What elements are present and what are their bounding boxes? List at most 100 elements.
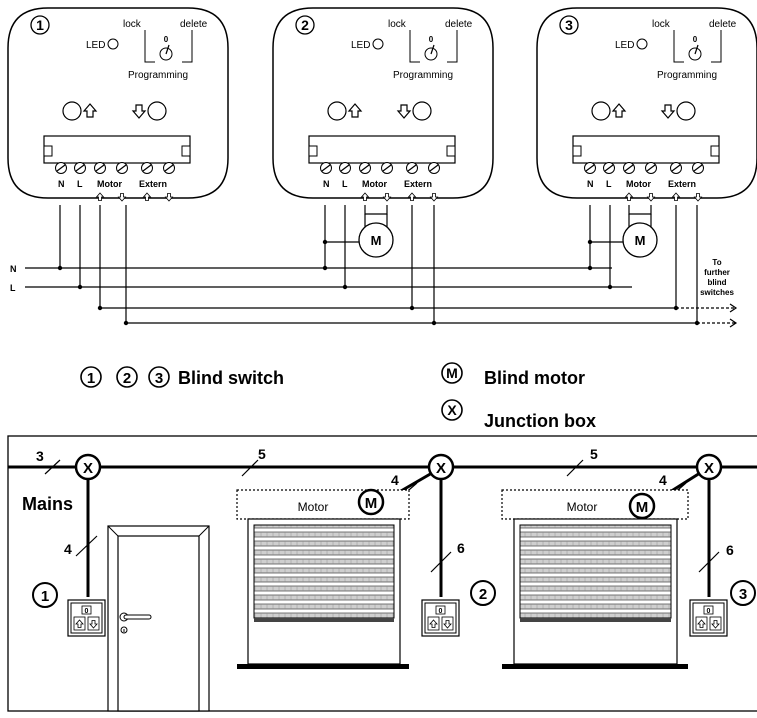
terminal-screw-motor-down [380,161,394,175]
switch-badge-2 [470,580,496,606]
switch-number: 2 [301,17,309,33]
cable-number-4b: 4 [391,472,399,488]
motor-box-label: Motor [567,500,598,514]
legend-number-3: 3 [155,370,163,387]
switch-badge-number: 1 [41,588,49,605]
terminal-label-extern: Extern [668,179,696,189]
terminal-screw-motor-down [115,161,129,175]
lock-label: lock [652,19,671,30]
further-note-line2: further [704,268,730,277]
legend-motor-letter: M [446,365,458,381]
terminal-block [308,135,456,164]
led-label: LED [86,40,105,51]
terminal-screw-motor-up [622,161,636,175]
junction-letter: X [704,460,714,477]
legend-number-2: 2 [123,370,131,387]
down-button [412,101,432,121]
terminal-label-n: N [587,179,594,189]
led-indicator [107,38,119,50]
further-note-line1: To [712,258,721,267]
position-zero: 0 [429,35,434,44]
door-handle [123,614,152,620]
motor-letter: M [371,233,382,248]
up-button [62,101,82,121]
plate-zero: 0 [707,608,711,615]
terminal-label-l: L [77,179,83,189]
door [107,525,210,712]
led-indicator [636,38,648,50]
window-sill [502,664,688,669]
terminal-screw-l [338,161,352,175]
switch-unit-3: 3 LED lock delete 0 Programming N L Moto… [536,7,757,202]
wiring-dots [57,239,700,326]
terminal-screw-n [583,161,597,175]
blind-window-2: Motor [501,489,689,669]
motor-letter: M [635,233,646,248]
blind-motor-icon [628,492,656,520]
switch-number-badge [559,15,579,35]
plate-zero: 0 [439,608,443,615]
terminal-label-motor: Motor [362,179,387,189]
junction-letter: X [436,460,446,477]
switch-badge-1 [32,582,58,608]
lock-label: lock [123,19,142,30]
programming-label: Programming [128,70,188,81]
legend-junction-box: Junction box [484,411,596,431]
junction-letter: X [83,460,93,477]
terminal-screw-extern-up [669,161,683,175]
l-line-label: L [10,283,16,293]
bus-wiring: N L [10,205,738,328]
switch-plate-2: 0 [421,599,460,637]
position-zero: 0 [693,35,698,44]
terminal-screw-extern-up [405,161,419,175]
terminal-label-extern: Extern [139,179,167,189]
delete-bracket [182,30,193,63]
terminal-label-motor: Motor [97,179,122,189]
legend: 1 2 3 Blind switch M Blind motor X Junct… [80,362,596,431]
terminal-screw-extern-down [691,161,705,175]
cable-number-4c: 4 [659,472,667,488]
terminal-label-n: N [323,179,330,189]
switch-unit-2: 2 LED lock delete 0 Programming N L Moto… [272,7,494,202]
terminal-screw-extern-down [162,161,176,175]
switch-unit-1: 1 LED lock delete 0 Programming N L Moto… [7,7,229,202]
blind-window-1: Motor [236,489,410,669]
switch-plate-3: 0 [689,599,728,637]
roller-shutter [253,524,395,619]
led-indicator [372,38,384,50]
window-sill [237,664,409,669]
led-label: LED [615,40,634,51]
switch-number: 1 [36,17,44,33]
delete-label: delete [709,19,737,30]
terminal-screw-motor-up [93,161,107,175]
cable-number-4: 4 [64,541,72,557]
switch-number: 3 [565,17,573,33]
cable-number-5: 5 [258,446,266,462]
lock-bracket [144,30,155,63]
down-button [147,101,167,121]
terminal-block [572,135,720,164]
switch-badge-number: 2 [479,586,487,603]
terminal-screw-n [54,161,68,175]
terminal-block [43,135,191,164]
legend-junction-letter: X [447,402,457,418]
switch-number-badge [30,15,50,35]
blind-motor-icon [357,488,385,516]
programming-label: Programming [657,70,717,81]
delete-label: delete [445,19,473,30]
legend-blind-motor: Blind motor [484,368,585,388]
lock-label: lock [388,19,407,30]
cable-number-6: 6 [457,540,465,556]
cable-number-6b: 6 [726,542,734,558]
down-button [676,101,696,121]
terminal-screw-motor-up [358,161,372,175]
cable-number-5b: 5 [590,446,598,462]
further-note-line3: blind [707,278,726,287]
delete-label: delete [180,19,208,30]
cable-number-3: 3 [36,448,44,464]
position-zero: 0 [164,35,169,44]
legend-number-1: 1 [87,370,95,387]
terminal-screw-l [73,161,87,175]
terminal-screw-n [319,161,333,175]
